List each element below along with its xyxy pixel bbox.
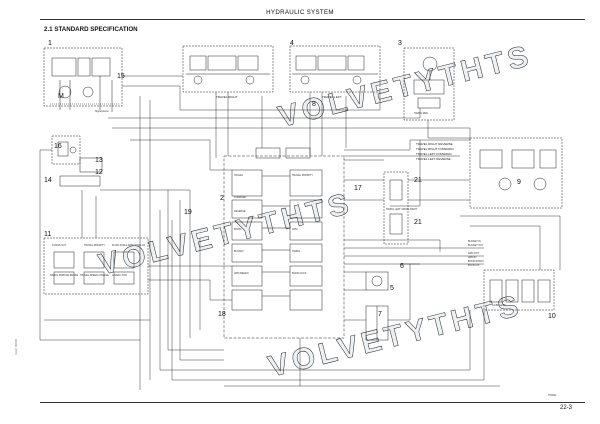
header-rule — [40, 19, 585, 20]
hydraulic-lines — [39, 75, 561, 390]
callout-21-b: 21 — [414, 219, 422, 226]
label-travel-main: TRAVEL — [234, 174, 244, 177]
label-travel-right: TRAVEL RIGHT — [216, 95, 238, 99]
page-number: 22-3 — [560, 405, 573, 411]
label-flow-sum: FLOW SUM & ARM CONFLUX — [112, 244, 145, 247]
label-travel-right-reverse: TRAVEL RIGHT REVERSE — [416, 142, 453, 146]
travel-motor-left — [289, 45, 381, 93]
callout-14: 14 — [44, 177, 52, 184]
pump-unit — [43, 47, 123, 112]
callout-12: 12 — [95, 169, 103, 176]
label-travel-left-reverse: TRAVEL LEFT REVERSE — [416, 157, 451, 161]
swivel-joint — [383, 171, 409, 245]
callout-1: 1 — [48, 40, 52, 47]
callout-9: 9 — [517, 179, 521, 186]
callout-16: 16 — [54, 143, 62, 150]
label-fig-code: TP0001 — [548, 394, 557, 397]
label-swing-red: SWING RED. — [414, 112, 429, 115]
callout-4: 4 — [290, 40, 294, 47]
swing-motor — [403, 47, 455, 121]
label-ac-ports: A1 B1 A2 B2 — [492, 304, 506, 307]
label-forward: FORWARD — [234, 196, 246, 199]
side-code: 4LEF 00000 — [14, 338, 18, 355]
label-swing-parking-brake: SWING PARKING BRAKE — [50, 274, 79, 277]
callout-13: 13 — [95, 157, 103, 164]
callout-2: 2 — [220, 195, 224, 202]
label-boom-up: BOOM UP — [468, 264, 480, 267]
callout-19: 19 — [184, 209, 192, 216]
callout-8: 8 — [312, 101, 316, 108]
label-arm: ARM — [292, 228, 297, 231]
callout-M: M — [58, 93, 64, 100]
callout-7: 7 — [378, 311, 382, 318]
label-boom-lock: BOOM LOCK — [292, 272, 307, 275]
callout-10: 10 — [548, 313, 556, 320]
label-signal-piston: Signal piston — [95, 110, 109, 113]
label-boom-down: BOOM DOWN — [468, 260, 484, 263]
label-bucket-out: BUCKET OUT — [468, 244, 484, 247]
label-p-pass-out: P-PASS OUT — [52, 244, 67, 247]
svg-text:VOLVETYTHTS: VOLVETYTHTS — [95, 187, 355, 282]
label-lever-lock: LEVER LOCK — [112, 274, 127, 277]
svg-text:VOLVETYTHTS: VOLVETYTHTS — [275, 39, 535, 134]
footer-rule — [40, 402, 585, 403]
label-travel-priority: TRAVEL PRIORITY — [292, 174, 313, 177]
label-travel-right-forward: TRAVEL RIGHT FORWARD — [416, 147, 454, 151]
svg-text:VOLVETYTHTS: VOLVETYTHTS — [265, 289, 525, 384]
label-arm-regen: ARM REGEN — [234, 272, 249, 275]
page-header: HYDRAULIC SYSTEM — [266, 9, 334, 16]
label-bucket: BUCKET — [234, 250, 244, 253]
label-arm-in: ARM IN — [468, 256, 477, 259]
callout-numbers: 1 2 3 4 5 6 7 8 9 10 11 12 13 14 15 16 1… — [44, 40, 556, 320]
callout-5: 5 — [390, 285, 394, 292]
section-heading: 2.1 STANDARD SPECIFICATION — [44, 26, 138, 33]
label-swing-left-right: SWING LEFT SWING RIGHT — [386, 208, 418, 211]
label-swing: SWING — [292, 250, 300, 253]
pilot-filter-group — [51, 135, 103, 187]
callout-18: 18 — [218, 311, 226, 318]
main-control-valve — [223, 147, 345, 339]
callout-15: 15 — [117, 73, 125, 80]
callout-6: 6 — [400, 263, 404, 270]
callout-3: 3 — [398, 40, 402, 47]
label-travel-left-forward: TRAVEL LEFT FORWARD — [416, 152, 452, 156]
callout-11: 11 — [44, 231, 51, 238]
schematic-labels: TRAVEL RIGHT TRAVEL LEFT SWING RED. Sign… — [50, 95, 557, 397]
label-bucket-in: BUCKET IN — [468, 240, 481, 243]
right-valve-9 — [469, 137, 563, 209]
label-travel-speed-change: TRAVEL SPEED CHANGE — [80, 274, 109, 277]
callout-21-a: 21 — [414, 177, 422, 184]
callout-17: 17 — [354, 185, 362, 192]
right-valve-10 — [483, 269, 555, 311]
label-reverse: REVERSE — [234, 210, 246, 213]
label-arm-out: ARM OUT — [468, 252, 480, 255]
label-boom: BOOM — [234, 228, 241, 231]
travel-motor-right — [182, 45, 274, 93]
label-travel-left: TRAVEL LEFT — [322, 95, 342, 99]
label-travel-priority-2: TRAVEL PRIORITY — [84, 244, 105, 247]
